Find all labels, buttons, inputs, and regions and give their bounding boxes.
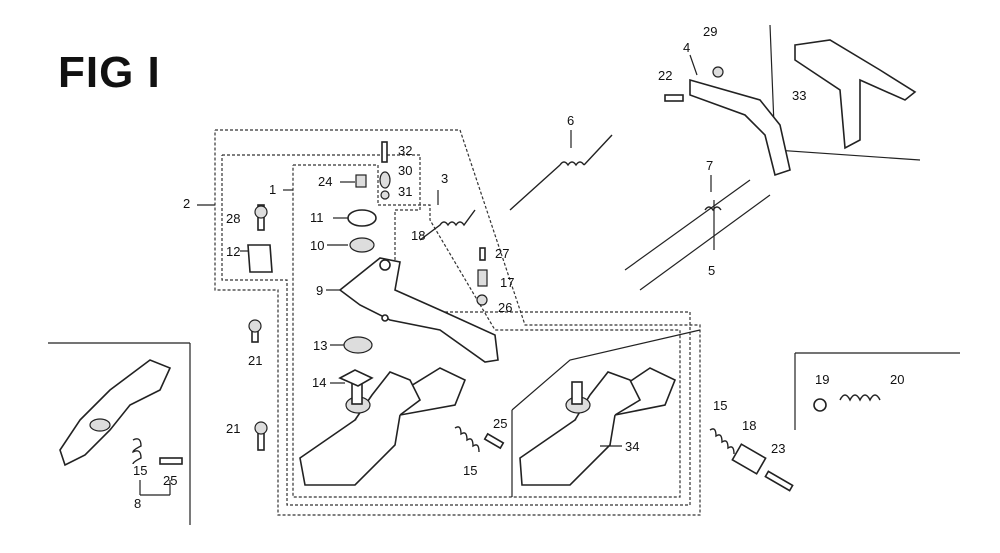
small-hardware xyxy=(247,141,505,451)
callout-15a: 15 xyxy=(133,463,147,478)
callout-18b: 18 xyxy=(742,418,756,433)
callout-29: 29 xyxy=(703,24,717,39)
figure-title: FIG I xyxy=(58,48,161,97)
callout-4: 4 xyxy=(683,40,690,55)
throttle-lever xyxy=(664,39,917,177)
callout-12: 12 xyxy=(226,244,240,259)
callout-8: 8 xyxy=(134,496,141,511)
control-rods xyxy=(624,179,771,291)
callout-20: 20 xyxy=(890,372,904,387)
callout-1: 1 xyxy=(269,182,276,197)
control-lever xyxy=(338,257,499,363)
callout-17: 17 xyxy=(500,275,514,290)
callout-6: 6 xyxy=(567,113,574,128)
callout-21a: 21 xyxy=(248,353,262,368)
callout-28a: 28 xyxy=(226,211,240,226)
leader-lines xyxy=(139,54,715,496)
callout-labels: 1 2 3 4 5 6 7 8 9 10 11 12 13 14 15 15 1… xyxy=(133,24,904,511)
callout-19: 19 xyxy=(815,372,829,387)
callout-32: 32 xyxy=(398,143,412,158)
callout-10: 10 xyxy=(310,238,324,253)
callout-25a: 25 xyxy=(163,473,177,488)
collar-and-bolt xyxy=(731,398,827,492)
callout-23: 23 xyxy=(771,441,785,456)
callout-15b: 15 xyxy=(463,463,477,478)
callout-22: 22 xyxy=(658,68,672,83)
callout-25b: 25 xyxy=(493,416,507,431)
lever-assembly-8 xyxy=(59,359,183,467)
callout-27: 27 xyxy=(495,246,509,261)
callout-9: 9 xyxy=(316,283,323,298)
callout-11: 11 xyxy=(310,210,324,225)
callout-24: 24 xyxy=(318,174,332,189)
callout-2: 2 xyxy=(183,196,190,211)
callout-14: 14 xyxy=(312,375,326,390)
assembly-outlines xyxy=(48,24,960,525)
callout-33: 33 xyxy=(792,88,806,103)
callout-18a: 18 xyxy=(411,228,425,243)
callout-31: 31 xyxy=(398,184,412,199)
callout-26: 26 xyxy=(498,300,512,315)
callout-7: 7 xyxy=(706,158,713,173)
callout-30: 30 xyxy=(398,163,412,178)
callout-34: 34 xyxy=(625,439,639,454)
callout-13: 13 xyxy=(313,338,327,353)
callout-3: 3 xyxy=(441,171,448,186)
callout-21b: 21 xyxy=(226,421,240,436)
callout-15c: 15 xyxy=(713,398,727,413)
callout-5: 5 xyxy=(708,263,715,278)
governor-base-bracket xyxy=(299,367,677,486)
springs xyxy=(132,134,881,465)
